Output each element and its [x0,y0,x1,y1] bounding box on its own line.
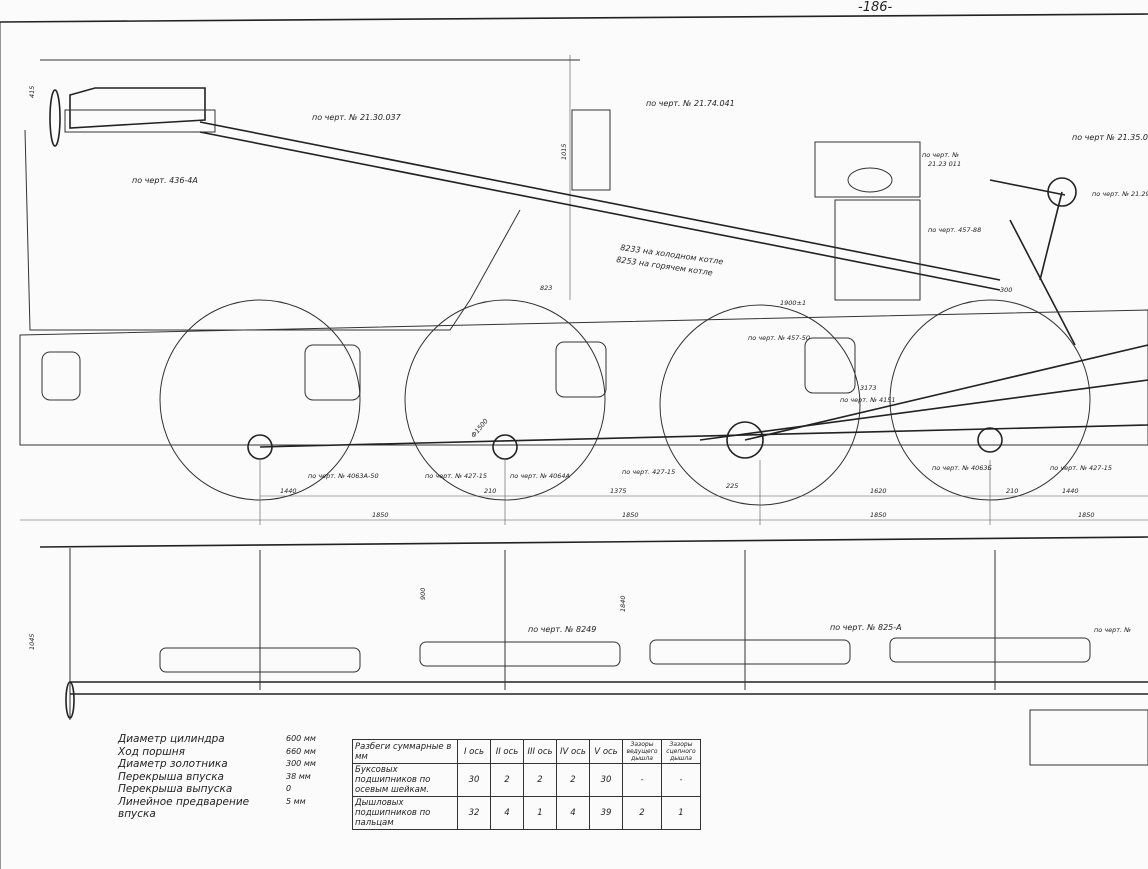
dimension: 3173 [860,384,877,392]
dimension: 1440 [1062,487,1079,495]
spec-value: 660 мм [286,746,316,756]
table-cell: 2 [523,763,557,797]
dimension-lines [20,460,1148,525]
row-label: Буксовых подшипников по осевым шейкам. [352,763,458,797]
callout-label: по черт. № 427-15 [425,472,487,480]
spec-value: 600 мм [286,734,316,743]
spec-value: 5 мм [286,796,306,806]
spec-value: 300 мм [286,759,316,768]
dimension: 1840 [619,595,627,612]
callout-label: по черт. 436-4А [132,176,198,185]
dimension: 1015 [560,143,568,160]
dimension: 900 [419,588,427,600]
dimension: 1375 [610,487,627,495]
column-header: Зазоры сцепного дышла [661,739,701,764]
row-label: Дышловых подшипников по пальцам [352,796,458,830]
dimension: 415 [28,86,36,98]
table-cell: - [622,763,662,797]
dimension: 1045 [28,633,36,650]
table-row: Буксовых подшипников по осевым шейкам. 3… [352,763,701,797]
table-cell: 4 [556,796,590,830]
column-header: Зазоры ведущего дышла [622,739,662,764]
callout-label: по черт. № 21.30.037 [312,113,402,122]
page-number: -186- [858,0,893,15]
callout-label: по черт. № 427-15 [1050,464,1112,472]
spec-row: Перекрыша выпуска 0 [118,783,318,796]
driving-wheels [159,299,1148,506]
dimension: 1440 [280,487,297,495]
spec-label: Перекрыша выпуска [118,783,233,795]
table-cell: 1 [661,796,701,830]
dimension: 225 [726,482,738,490]
plan-view [39,536,1148,766]
dimension: 300 [1000,286,1012,294]
spec-row: Диаметр золотника 300 мм [118,758,318,771]
table-cell: 4 [490,796,524,830]
dimension: 1850 [870,511,887,519]
spec-label: Перекрыша впуска [118,770,224,783]
callout-label: по черт. № [922,151,959,159]
table-cell: 30 [589,763,623,797]
axle-play-table: Разбеги суммарные в мм I ось II ось III … [352,739,701,830]
callout-label: по черт № 21.35.044 [1072,133,1148,142]
column-header: II ось [490,739,524,764]
column-header: III ось [523,739,557,764]
spec-value: 38 мм [286,771,311,781]
dimension: 1850 [1078,511,1095,519]
spec-row: Диаметр цилиндра 600 мм [118,733,318,746]
spec-label: Ход поршня [118,745,185,758]
callout-label: по черт. № 21.74.041 [646,99,735,108]
table-header: Разбеги суммарные в мм [352,739,458,764]
reversing-gear [24,59,1001,331]
dimension: 1900±1 [780,299,806,307]
column-header: I ось [457,739,491,764]
callout-label: по черт. № 4064А [510,472,570,480]
table-cell: 1 [523,796,557,830]
table-cell: 32 [457,796,491,830]
callout-label: по черт. № 21.29 [1092,190,1148,198]
callout-label: по черт. № 457-50 [748,334,810,342]
dimension: 1850 [372,511,389,519]
callout-label: по черт. № 825-А [830,623,902,632]
table-row: Дышловых подшипников по пальцам 32 4 1 4… [352,796,701,830]
callout-label: по черт. № 4151 [840,396,896,404]
table-cell: 2 [490,763,524,797]
spec-value: 0 [286,784,292,793]
top-border [0,13,1148,23]
spec-label: Диаметр золотника [118,758,228,770]
callout-label: по черт. 427-15 [622,468,675,476]
table-cell: 2 [622,796,662,830]
spec-row: Ход поршня 660 мм [118,746,318,759]
dimension: 210 [1006,487,1018,495]
callout-label: по черт. № [1094,626,1131,634]
dimension: 1620 [870,487,887,495]
dimension: 1850 [622,511,639,519]
callout-label: 21.23 011 [928,160,961,168]
callout-label: по черт. № 4063Б [932,464,993,472]
callout-label: по черт. № 4063А-50 [308,472,379,480]
valve-gear [814,141,1077,346]
callout-label: по черт. № 8249 [528,625,596,634]
dimension: Ф1500 [469,417,489,439]
dimension: 823 [540,284,552,292]
column-header: V ось [589,739,623,764]
table-cell: 39 [589,796,623,830]
table-cell: 30 [457,763,491,797]
dimension: 210 [484,487,496,495]
spec-row: Перекрыша впуска 38 мм [118,771,318,784]
table-cell: - [661,763,701,797]
callout-label: по черт. 457-88 [928,226,981,234]
table-cell: 2 [556,763,590,797]
spec-row: Линейное предварение впуска 5 мм [118,796,318,821]
spec-label: Диаметр цилиндра [118,733,225,745]
main-frame [19,309,1148,446]
spec-label: Линейное предварение впуска [118,795,250,821]
column-header: IV ось [556,739,590,764]
table-header-row: Разбеги суммарные в мм I ось II ось III … [352,739,701,764]
